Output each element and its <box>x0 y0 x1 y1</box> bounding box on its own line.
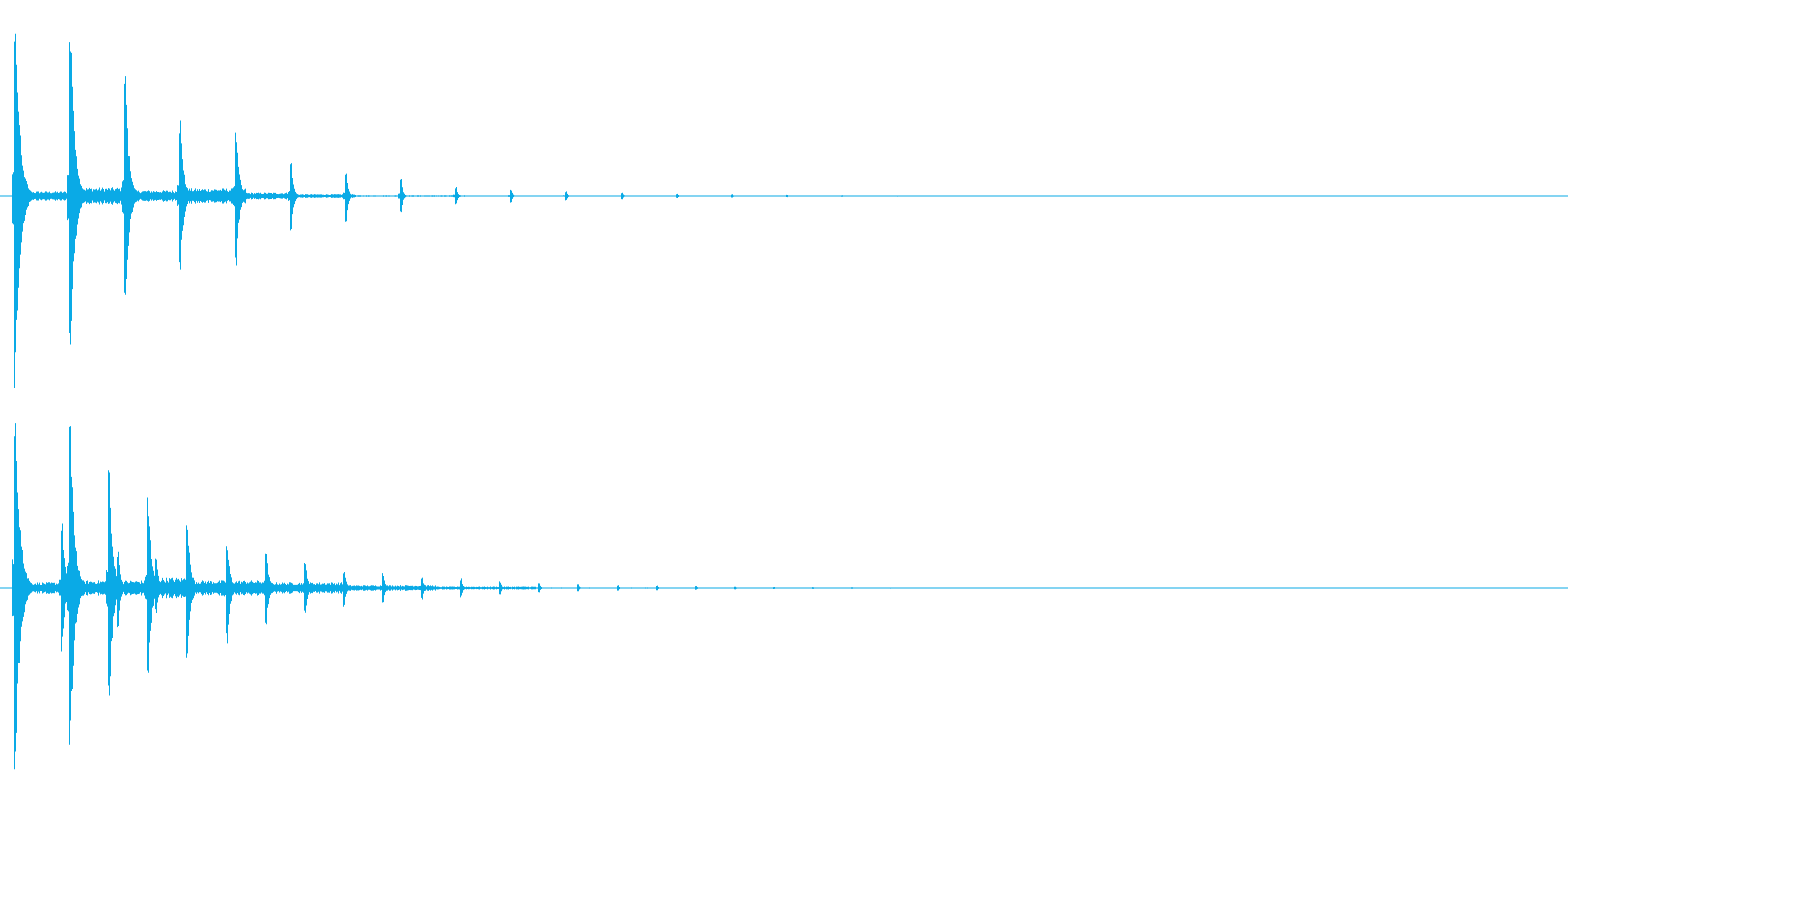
waveform-transient <box>619 192 628 200</box>
waveform-noise-band <box>435 586 536 590</box>
waveform-transient <box>654 585 663 591</box>
waveform-transient <box>302 563 314 613</box>
waveform-transient <box>784 194 793 198</box>
waveform-transient <box>839 195 848 197</box>
waveform-transient <box>288 163 300 231</box>
waveform-transient <box>894 195 903 197</box>
waveform-transient <box>177 120 194 270</box>
audio-waveform[interactable] <box>0 0 1568 784</box>
waveform-transient <box>233 132 248 266</box>
waveform-transient <box>12 33 35 389</box>
waveform-transient <box>419 577 429 600</box>
waveform-transient <box>12 423 35 770</box>
waveform-transient <box>729 194 738 198</box>
waveform-transient <box>380 573 391 603</box>
waveform-transient <box>67 426 87 745</box>
waveform-transient <box>508 189 517 203</box>
waveform-transient <box>458 578 467 598</box>
waveform-transient <box>732 586 741 590</box>
waveform-transient <box>67 42 88 345</box>
waveform-transient <box>810 587 819 589</box>
waveform-transient <box>693 586 702 590</box>
waveform-transient <box>224 546 239 644</box>
waveform-transient <box>497 581 506 595</box>
waveform-transient <box>888 587 897 589</box>
waveform-transient <box>674 193 683 198</box>
waveform-transient <box>615 585 624 591</box>
waveform-transient <box>343 173 354 222</box>
waveform-channel-2 <box>0 423 1568 770</box>
waveform-transient <box>563 191 572 201</box>
waveform-channel-1 <box>0 33 1568 389</box>
waveform-transient <box>575 584 584 592</box>
waveform-transient <box>849 587 858 589</box>
waveform-transient <box>184 525 200 658</box>
waveform-transient <box>263 553 277 625</box>
waveform-transient <box>153 558 164 613</box>
waveform-noise-band <box>355 195 466 197</box>
waveform-transient <box>771 586 780 589</box>
waveform-transient <box>115 551 126 628</box>
waveform-transient <box>453 186 462 205</box>
waveform-transient <box>536 583 545 593</box>
waveform-transient <box>398 179 408 213</box>
waveform-transient <box>122 76 141 295</box>
waveform-transient <box>341 571 352 607</box>
